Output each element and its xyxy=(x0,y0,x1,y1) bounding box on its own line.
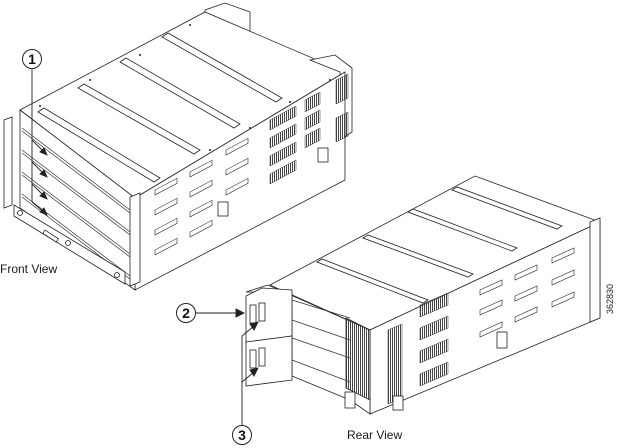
rear-view-label: Rear View xyxy=(347,428,403,442)
power-module-lower xyxy=(245,335,293,387)
callout-1-leaders xyxy=(31,68,48,216)
figure-id: 362830 xyxy=(605,283,616,315)
front-view-label: Front View xyxy=(0,262,58,276)
callout-2: 2 xyxy=(176,303,196,323)
front-view-chassis xyxy=(3,2,353,291)
rear-view-chassis xyxy=(245,175,602,415)
callout-1: 1 xyxy=(22,49,42,69)
callout-2-leader xyxy=(196,308,246,318)
power-module-upper xyxy=(245,287,293,345)
callout-3: 3 xyxy=(232,425,252,445)
callout-3-leaders xyxy=(241,321,259,425)
